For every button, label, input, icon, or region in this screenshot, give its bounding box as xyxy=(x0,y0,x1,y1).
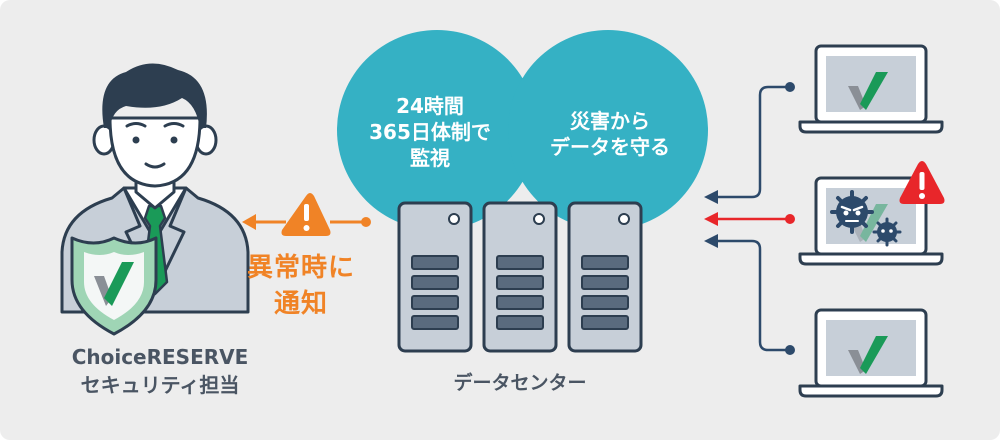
server-rack-1 xyxy=(397,201,473,353)
monitoring-circle xyxy=(337,30,537,230)
laptop-infected xyxy=(798,161,945,266)
disaster-recovery-label: 災害から データを守る xyxy=(550,109,670,159)
virus-icon xyxy=(830,190,874,234)
server-rack-3 xyxy=(567,201,643,353)
security-officer-label: ChoiceRESERVE セキュリティ担当 xyxy=(71,345,249,397)
small-virus-icon xyxy=(872,217,902,247)
shield-icon xyxy=(70,236,158,336)
disaster-recovery-circle xyxy=(508,30,708,230)
red-warning-icon xyxy=(899,161,945,204)
check-logo-icon xyxy=(848,336,888,374)
laptop-normal-bottom xyxy=(798,308,944,398)
datacenter-label: データセンター xyxy=(453,372,587,394)
alert-connector xyxy=(242,214,371,230)
check-logo-icon xyxy=(848,72,888,110)
laptop-normal-top xyxy=(798,44,944,134)
warning-icon xyxy=(281,193,331,236)
alert-notification-label: 異常時に 通知 xyxy=(246,253,355,319)
laptop-connectors xyxy=(704,82,795,355)
server-rack-2 xyxy=(482,201,558,353)
monitoring-label: 24時間 365日体制で 監視 xyxy=(369,94,491,170)
